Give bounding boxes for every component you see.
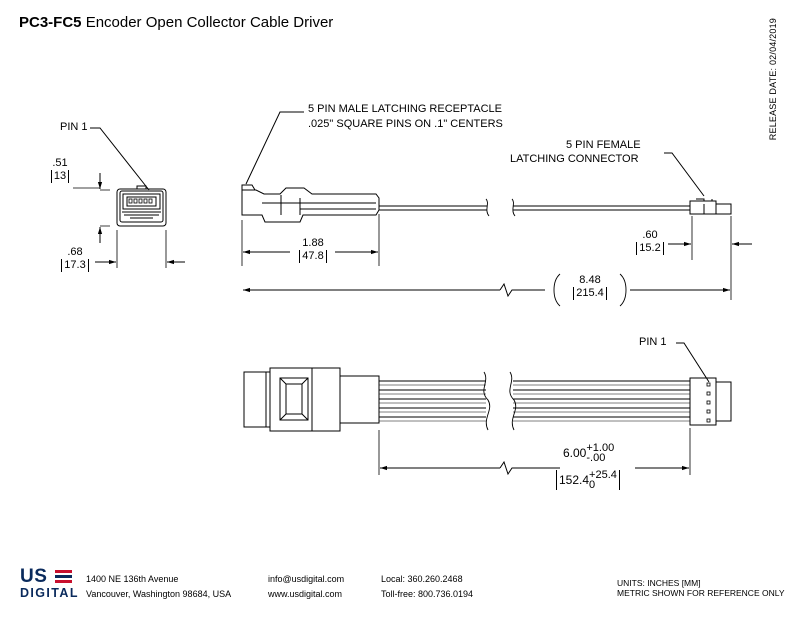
dim-cable-in-minus: -.00	[586, 452, 606, 464]
page-title: PC3-FC5 Encoder Open Collector Cable Dri…	[19, 14, 333, 31]
dim-cable-in-value: 6.00	[563, 446, 587, 460]
contact-web: info@usdigital.com www.usdigital.com	[268, 572, 344, 602]
receptacle-label-1: 5 PIN MALE LATCHING RECEPTACLE	[308, 103, 502, 115]
units-line-1: UNITS: INCHES [MM]	[617, 578, 701, 588]
address-line-2: Vancouver, Washington 98684, USA	[86, 589, 232, 599]
flag-icon	[55, 570, 72, 583]
dim-total-length-in: 8.48	[579, 274, 601, 286]
dim-height: .51 13	[49, 157, 71, 183]
dim-width-mm: 17.3	[61, 259, 89, 272]
units-note: UNITS: INCHES [MM] METRIC SHOWN FOR REFE…	[617, 578, 785, 598]
dim-body-length-in: 1.88	[302, 237, 324, 249]
website-link[interactable]: www.usdigital.com	[268, 589, 343, 599]
female-connector-label-2: LATCHING CONNECTOR	[510, 153, 639, 165]
female-connector-label-1: 5 PIN FEMALE	[566, 139, 641, 151]
dim-body-length: 1.88 47.8	[294, 237, 332, 263]
dim-total-length: 8.48 215.4	[566, 274, 614, 300]
dim-cable-length-mm: 152.4 +25.4 0	[556, 469, 636, 491]
dim-total-length-mm: 215.4	[573, 287, 607, 300]
email-link[interactable]: info@usdigital.com	[268, 574, 345, 584]
dim-connector-length-mm: 15.2	[636, 242, 664, 255]
address: 1400 NE 136th Avenue Vancouver, Washingt…	[86, 572, 231, 602]
contact-phone: Local: 360.260.2468 Toll-free: 800.736.0…	[381, 572, 473, 602]
dim-height-mm: 13	[50, 170, 70, 183]
receptacle-label-2: .025" SQUARE PINS ON .1" CENTERS	[308, 118, 503, 130]
pin1-label-bottom: PIN 1	[639, 336, 667, 348]
units-line-2: METRIC SHOWN FOR REFERENCE ONLY	[617, 588, 785, 598]
tollfree-phone: Toll-free: 800.736.0194	[381, 589, 474, 599]
dim-cable-mm-minus: 0	[589, 479, 596, 491]
dim-width: .68 17.3	[60, 246, 90, 272]
pin1-label-top: PIN 1	[60, 121, 88, 133]
dim-connector-length: .60 15.2	[634, 229, 666, 255]
connector-end-view	[116, 185, 167, 227]
receptacle-leader	[245, 111, 304, 185]
dim-width-in: .68	[67, 246, 83, 258]
logo-us: US	[20, 566, 48, 587]
dim-cable-length-in: 6.00 +1.00 -.00	[563, 442, 635, 464]
cable-top-view	[243, 367, 732, 432]
logo-digital: DIGITAL	[20, 586, 79, 600]
part-description: Encoder Open Collector Cable Driver	[85, 14, 334, 31]
cable-side-view	[241, 184, 732, 223]
pin1-leader-bottom	[676, 342, 710, 383]
dim-cable-mm-plus: +25.4	[589, 469, 617, 481]
dim-cable-mm-value: 152.4	[559, 473, 590, 487]
address-line-1: 1400 NE 136th Avenue	[86, 574, 179, 584]
dim-cable-in-plus: +1.00	[586, 442, 615, 454]
local-phone: Local: 360.260.2468	[381, 574, 463, 584]
dim-body-length-mm: 47.8	[299, 250, 327, 263]
dim-connector-length-in: .60	[642, 229, 658, 241]
female-leader	[664, 152, 705, 197]
part-number: PC3-FC5	[19, 14, 82, 31]
pin1-leader-top	[90, 127, 150, 191]
dim-height-in: .51	[52, 157, 68, 169]
